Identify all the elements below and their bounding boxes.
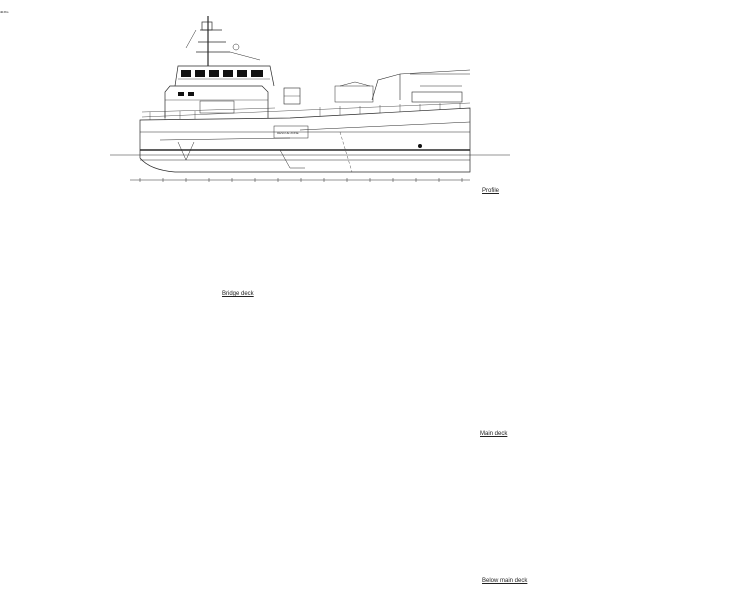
arc-marking: 40.8m: [0, 10, 9, 14]
profile-hull: [139, 107, 471, 173]
profile-railing: [141, 102, 471, 120]
bridge-deck-label: Bridge deck: [222, 291, 254, 297]
main-deck-label: Main deck: [480, 431, 508, 437]
profile-frame-ticks: [139, 178, 463, 182]
below-main-deck-label: Below main deck: [482, 578, 528, 584]
profile-windows: [178, 70, 263, 96]
profile-crane: [371, 69, 471, 103]
main-deck-hull: 40.8m: [0, 0, 8, 17]
profile-label: Profile: [482, 188, 500, 194]
rescue-zone-marking: RESCUE ZONE: [277, 131, 299, 135]
profile-view: RESCUE ZONE: [110, 16, 510, 182]
stern-buoy: 40.8m: [0, 0, 8, 17]
profile-superstructure: [164, 85, 269, 118]
main-deck-view: 40.8m: [0, 0, 8, 17]
profile-mast: [185, 16, 261, 66]
